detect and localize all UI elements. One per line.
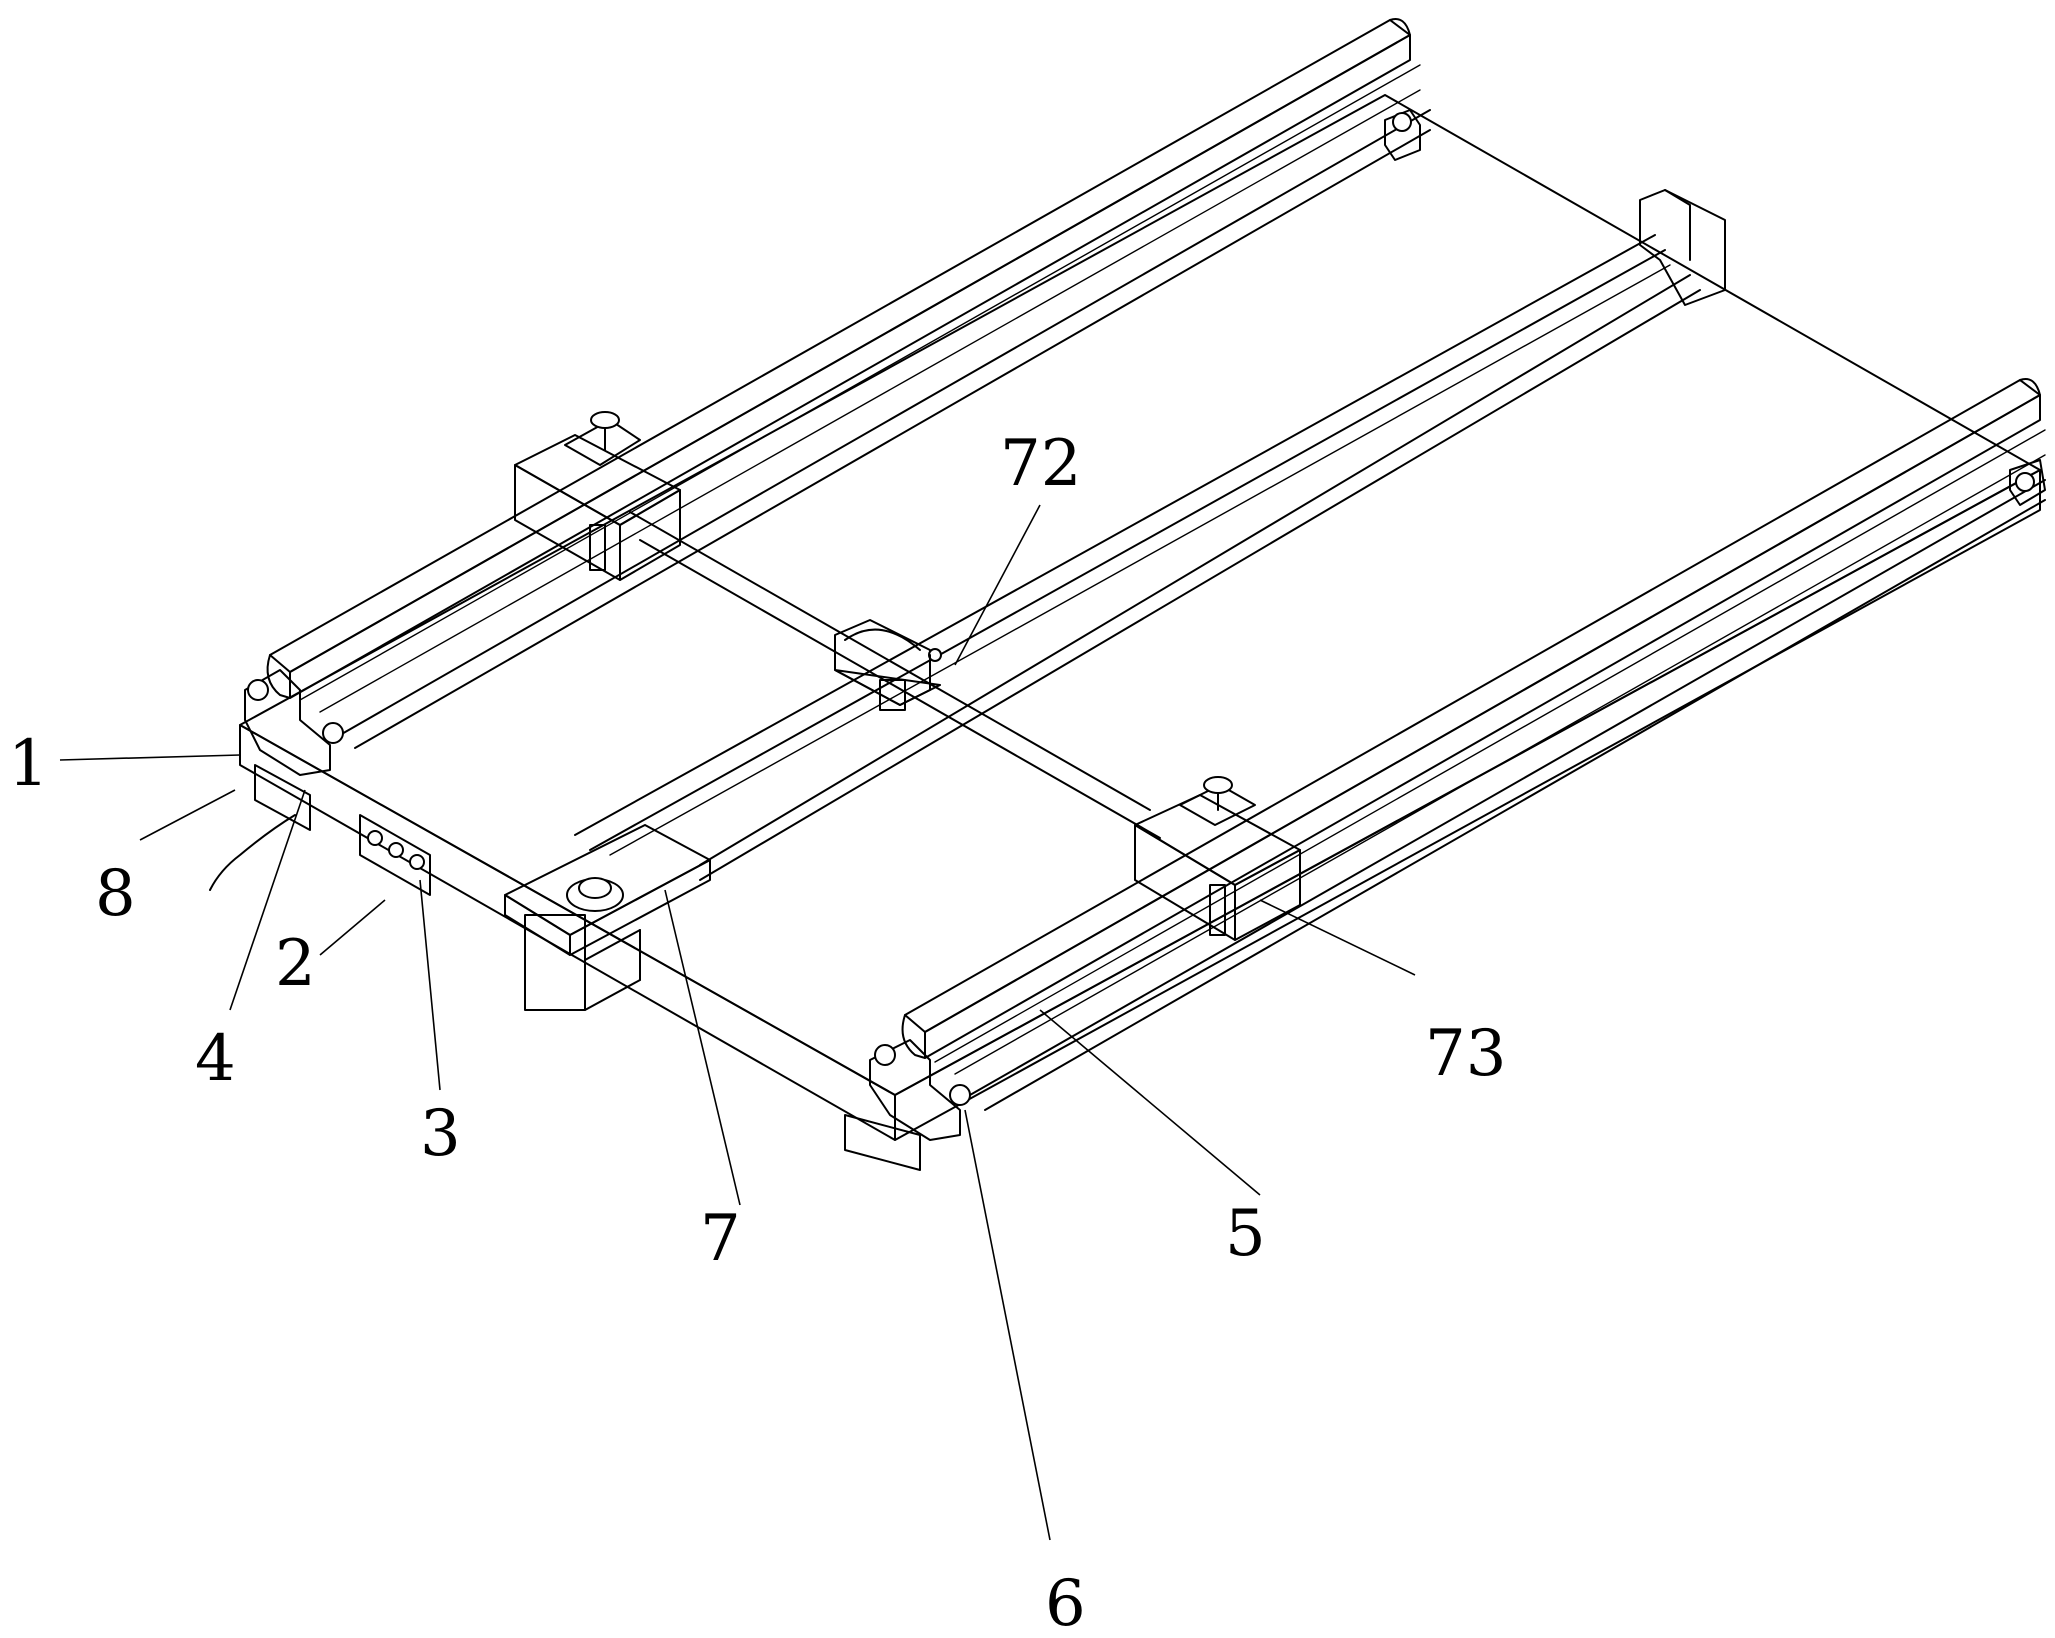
label-6: 6 (1045, 1567, 1086, 1638)
control-panel (359, 814, 431, 896)
label-4: 4 (195, 1022, 236, 1096)
left-carriage (514, 411, 681, 581)
label-72: 72 (1000, 427, 1081, 501)
slider-72 (834, 619, 942, 711)
label-3: 3 (420, 1097, 461, 1171)
right-carriage-73 (1134, 776, 1301, 941)
label-73: 73 (1425, 1017, 1506, 1091)
label-7: 7 (700, 1202, 741, 1276)
leader-lines (59, 504, 1416, 1541)
label-8: 8 (95, 857, 136, 931)
left-rail (244, 18, 1431, 776)
label-5: 5 (1225, 1197, 1266, 1271)
drive-motor-7 (504, 824, 711, 1011)
base-platform (239, 94, 2041, 1171)
cross-shaft (629, 511, 1161, 839)
rail-clamp-6 (869, 459, 2046, 1141)
label-1: 1 (8, 727, 49, 801)
lead-screw-track (574, 189, 1726, 881)
label-2: 2 (275, 927, 316, 1001)
power-cable-8 (209, 814, 296, 891)
right-rail-5 (901, 378, 2046, 1111)
